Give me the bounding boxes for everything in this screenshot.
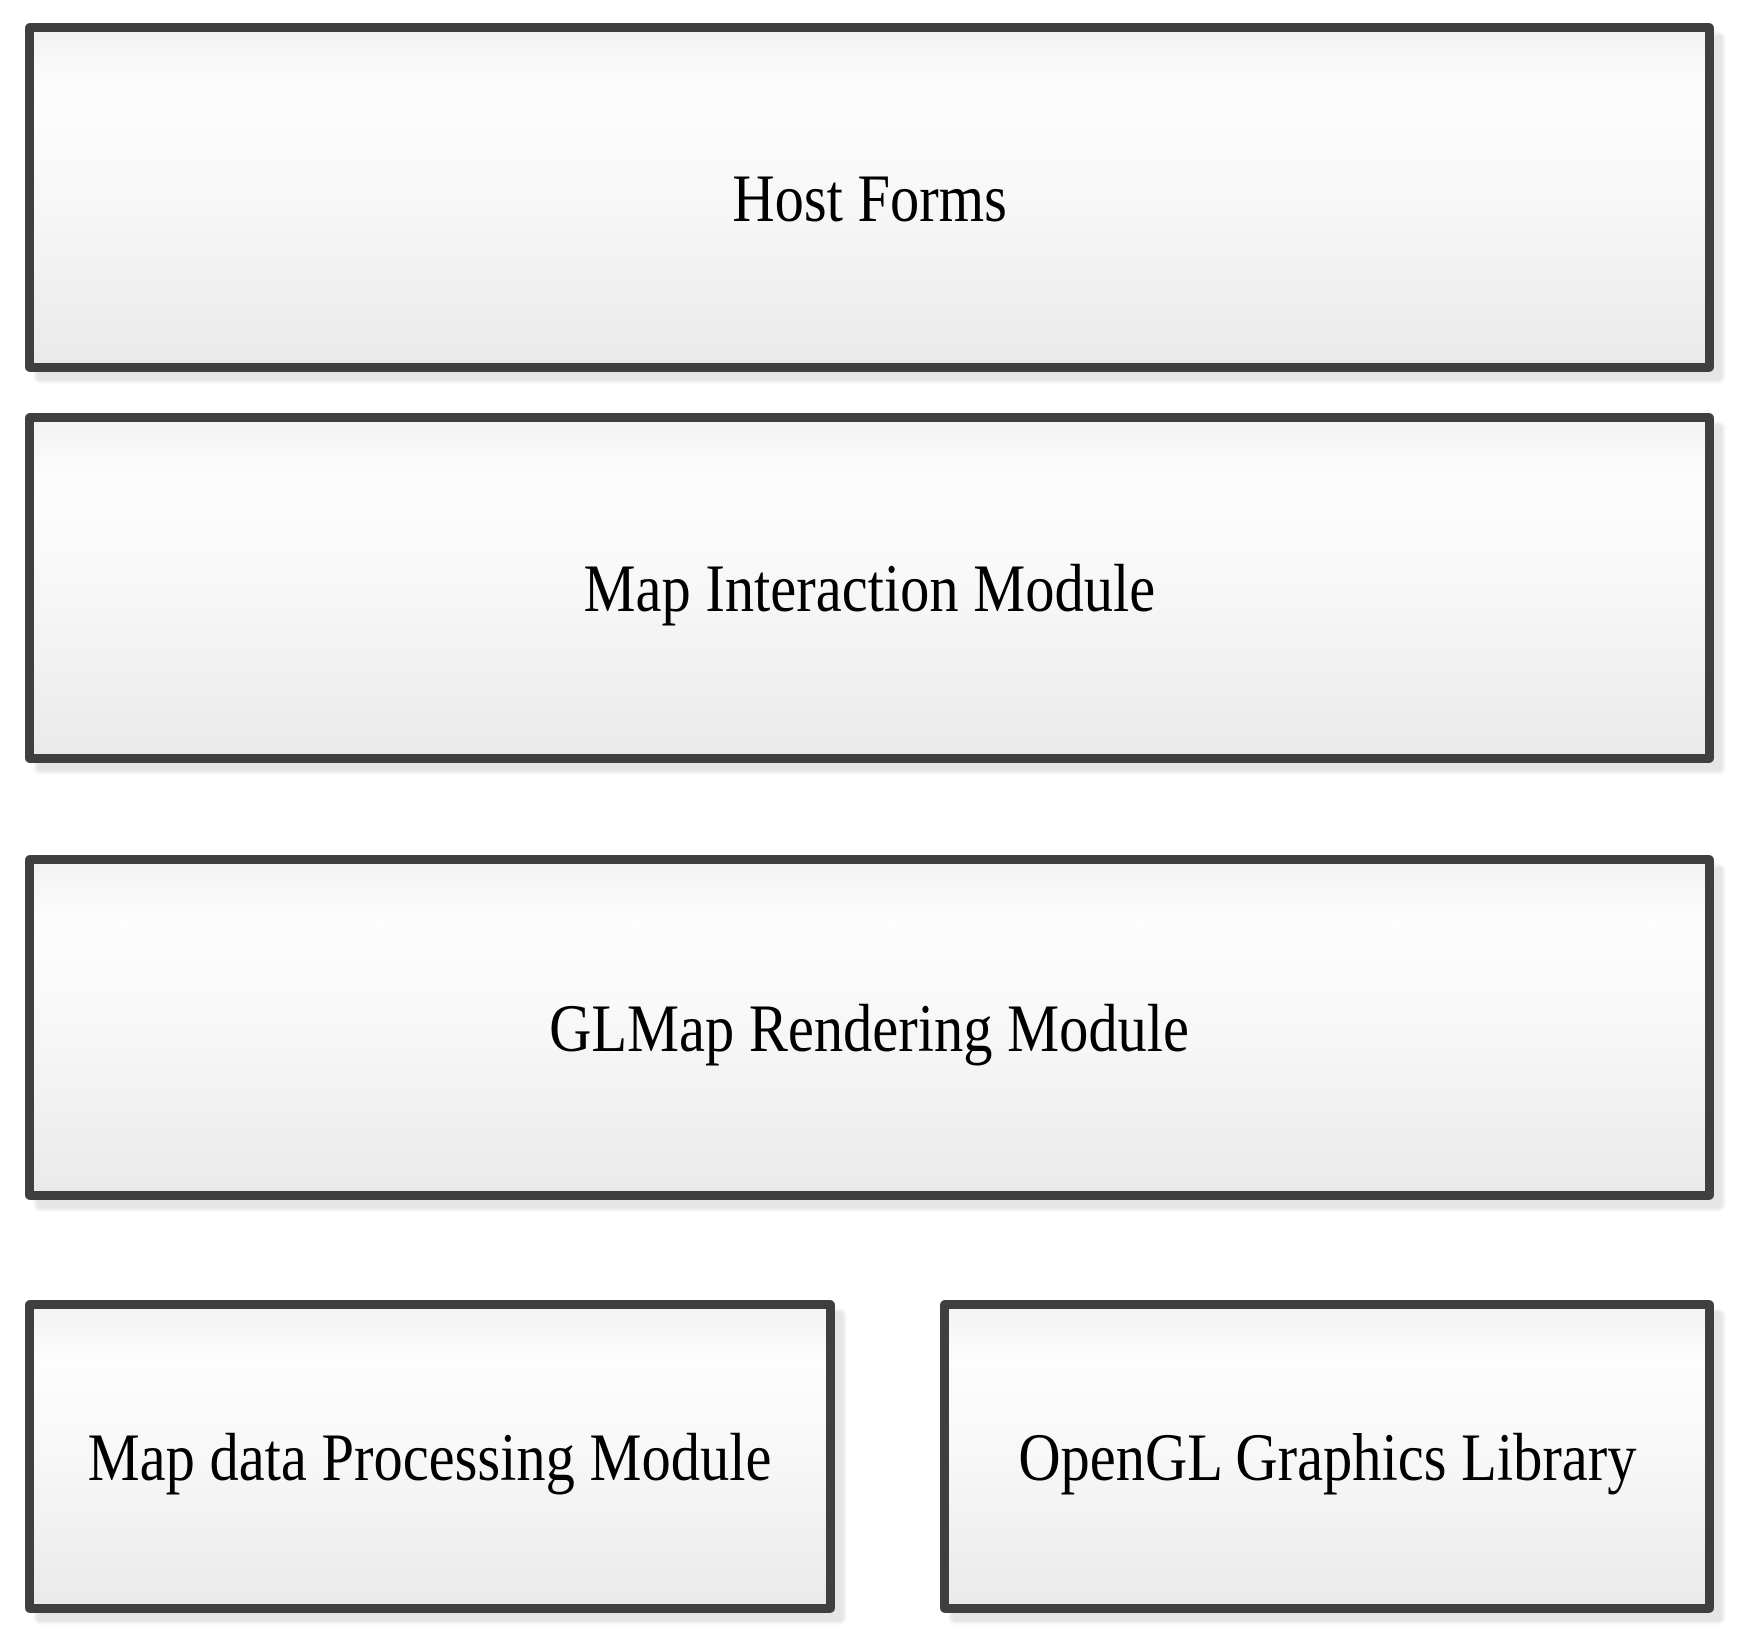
box-glmap-rendering-module-label: GLMap Rendering Module bbox=[549, 989, 1190, 1066]
box-opengl-graphics-library-label: OpenGL Graphics Library bbox=[1017, 1418, 1637, 1495]
box-map-interaction-module-label: Map Interaction Module bbox=[583, 550, 1156, 626]
box-opengl-graphics-library: OpenGL Graphics Library bbox=[940, 1300, 1714, 1613]
box-glmap-rendering-module: GLMap Rendering Module bbox=[25, 855, 1714, 1200]
box-host-forms-label: Host Forms bbox=[732, 159, 1007, 236]
box-map-data-processing-module-label: Map data Processing Module bbox=[88, 1418, 772, 1495]
box-host-forms: Host Forms bbox=[25, 23, 1714, 372]
box-map-data-processing-module: Map data Processing Module bbox=[25, 1300, 835, 1613]
box-map-interaction-module: Map Interaction Module bbox=[25, 413, 1714, 763]
